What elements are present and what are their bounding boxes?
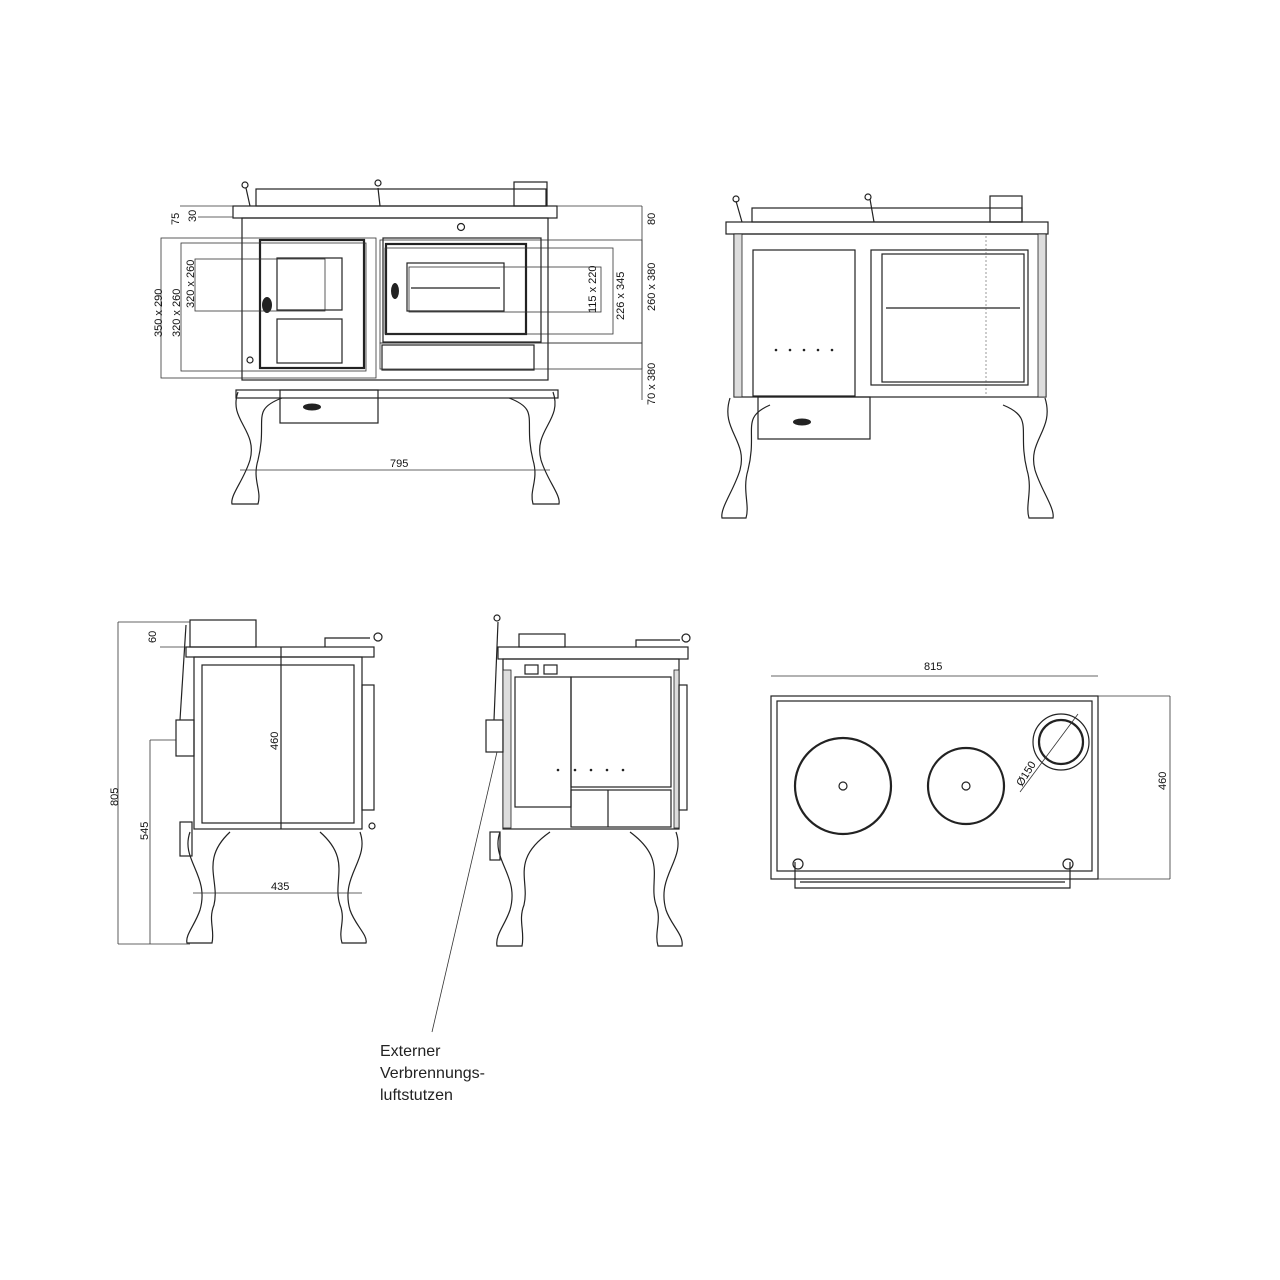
- dim-30: 30: [187, 210, 199, 222]
- dim-460-depth: 460: [1157, 772, 1169, 790]
- dim-flue-diameter: Ø150: [1014, 759, 1038, 788]
- dim-70x380: 70 x 380: [646, 363, 658, 405]
- top-view: 815 460 Ø150: [770, 661, 1171, 889]
- dim-795: 795: [390, 458, 408, 470]
- side-view: 60 805 545 460 435: [109, 619, 383, 945]
- dim-80: 80: [646, 213, 658, 225]
- dim-75: 75: [170, 213, 182, 225]
- front-view: [160, 179, 643, 505]
- caption-line: Externer: [380, 1043, 441, 1060]
- dim-460: 460: [269, 732, 281, 750]
- section-front-view: [721, 193, 1054, 519]
- dim-320x260-outer: 320 x 260: [171, 289, 183, 337]
- dim-805: 805: [109, 788, 121, 806]
- dim-60: 60: [147, 631, 159, 643]
- front-view-dimensions: 75 30 80 350 x 290 320 x 260 320 x 260 1…: [153, 210, 658, 470]
- dim-226x345: 226 x 345: [615, 272, 627, 320]
- dim-320x260-inner: 320 x 260: [185, 260, 197, 308]
- dim-545: 545: [139, 822, 151, 840]
- caption-line: luftstutzen: [380, 1087, 453, 1104]
- air-inlet-caption: Externer Verbrennungs- luftstutzen: [380, 1041, 485, 1107]
- dim-115x220: 115 x 220: [587, 265, 599, 313]
- dim-435: 435: [271, 881, 289, 893]
- dim-815: 815: [924, 661, 942, 673]
- dim-350x290: 350 x 290: [153, 289, 165, 337]
- dim-260x380: 260 x 380: [646, 263, 658, 311]
- caption-line: Verbrennungs-: [380, 1065, 485, 1082]
- side-section-view: [431, 614, 691, 1033]
